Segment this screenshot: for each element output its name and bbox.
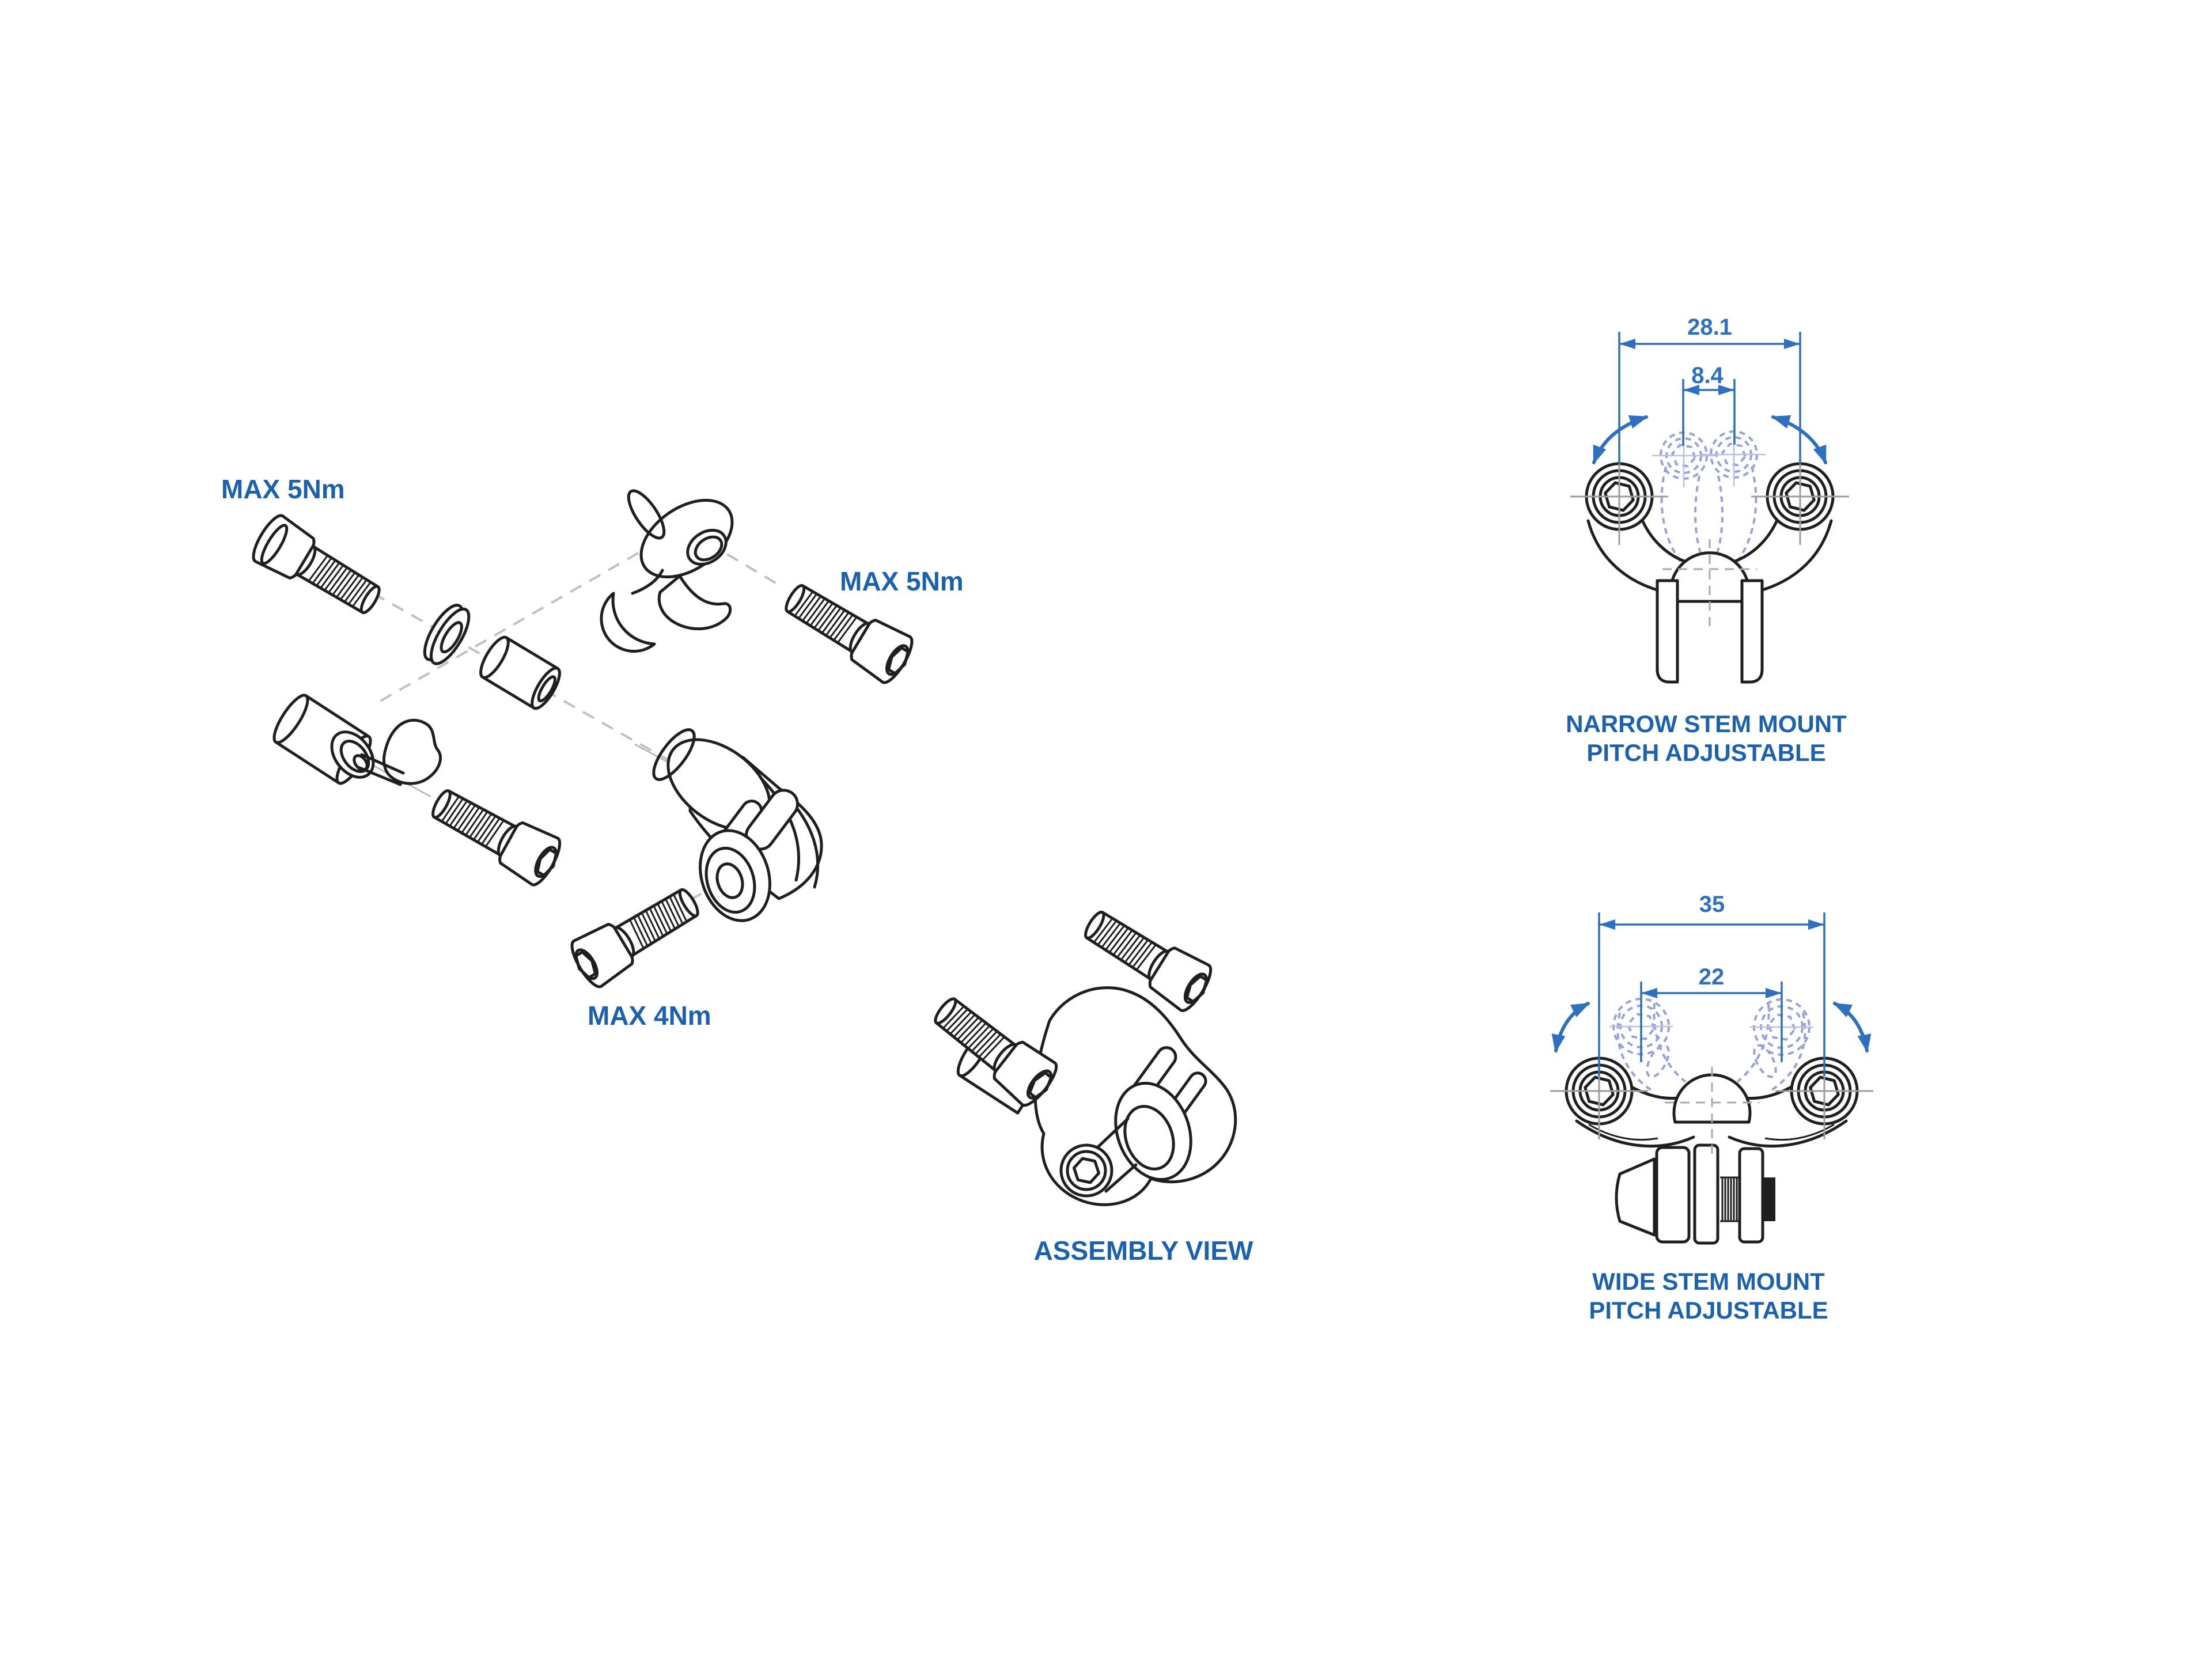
exploded-view: [248, 489, 918, 991]
narrow-pitch-arrows: [1586, 410, 1833, 467]
narrow-inner-dimension: 8.4: [1691, 363, 1724, 388]
exploded-spacer: [479, 635, 561, 710]
assembly-view-caption: ASSEMBLY VIEW: [1033, 1236, 1253, 1266]
wide-pitch-arrows: [1548, 997, 1874, 1055]
wide-stem-mount-caption: WIDE STEM MOUNT PITCH ADJUSTABLE: [1589, 1267, 1828, 1325]
wide-stem-mount-drawing: [1548, 912, 1874, 1245]
narrow-mount-body: [1570, 450, 1849, 684]
exploded-cone-washer: [423, 604, 471, 665]
torque-label-top-left: MAX 5Nm: [221, 474, 345, 504]
wide-caption-line2: PITCH ADJUSTABLE: [1589, 1297, 1828, 1324]
wide-mount-body: [1550, 1045, 1873, 1245]
wide-inner-dimension: 22: [1698, 964, 1725, 990]
wide-outer-dimension: 35: [1699, 892, 1725, 917]
narrow-stem-mount-drawing: [1570, 332, 1849, 684]
wide-clamp-fork: [1615, 1143, 1775, 1245]
narrow-caption-line2: PITCH ADJUSTABLE: [1586, 739, 1826, 766]
assembly-view-drawing: [925, 900, 1237, 1206]
exploded-bolt-middle: [424, 778, 566, 889]
exploded-barrel-lever: [272, 694, 442, 786]
wide-caption-line1: WIDE STEM MOUNT: [1592, 1268, 1825, 1295]
exploded-mount-body: [652, 728, 823, 922]
narrow-caption-line1: NARROW STEM MOUNT: [1566, 710, 1847, 737]
exploded-bolt-top-left: [248, 512, 388, 625]
exploded-clamp-lever: [600, 489, 734, 653]
narrow-outer-dimension: 28.1: [1687, 315, 1732, 340]
exploded-bolt-small: [566, 877, 707, 991]
wide-dimension-lines: [1598, 912, 1825, 1076]
narrow-dimension-lines: [1618, 332, 1801, 464]
narrow-stem-mount-caption: NARROW STEM MOUNT PITCH ADJUSTABLE: [1566, 710, 1847, 767]
torque-label-lower: MAX 4Nm: [588, 1001, 711, 1031]
torque-label-right: MAX 5Nm: [840, 566, 964, 596]
